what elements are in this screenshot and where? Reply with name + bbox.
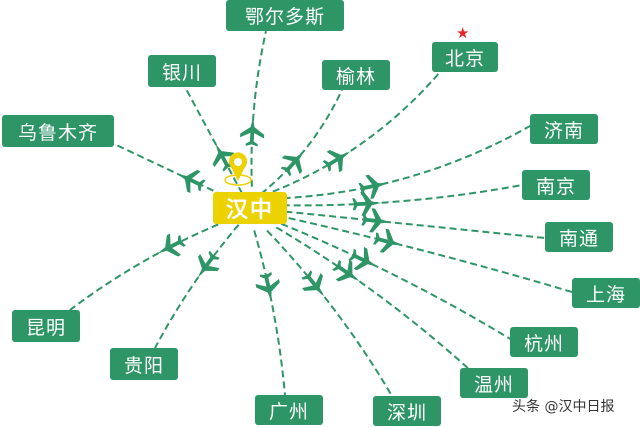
plane-icon — [322, 150, 351, 173]
route-line — [69, 219, 229, 311]
plane-icon — [197, 250, 220, 278]
route-line — [184, 86, 244, 194]
destination-label: 乌鲁木齐 — [2, 115, 114, 147]
route-line — [275, 226, 471, 371]
plane-icon — [301, 270, 325, 297]
plane-icon — [177, 169, 206, 194]
destination-label: 榆林 — [322, 60, 390, 90]
destination-label: 南京 — [522, 170, 590, 200]
route-line — [285, 210, 546, 239]
star-icon: ★ — [456, 24, 470, 42]
plane-icon — [352, 191, 382, 216]
destination-label: 上海 — [572, 278, 640, 308]
destination-label: 贵阳 — [110, 348, 178, 380]
destination-label: 南通 — [545, 222, 613, 252]
plane-icon — [361, 208, 391, 233]
destination-label: 鄂尔多斯 — [226, 0, 344, 31]
plane-icon — [358, 174, 388, 200]
route-line — [266, 229, 393, 397]
route-line — [260, 89, 343, 195]
destination-label: 广州 — [255, 395, 323, 425]
watermark: 头条 @汉中日报 — [512, 399, 615, 415]
route-line — [272, 71, 441, 193]
plane-icon — [372, 228, 403, 253]
plane-icon — [255, 272, 280, 302]
plane-icon — [332, 259, 360, 282]
route-line — [253, 230, 286, 396]
destination-label: 深圳 — [373, 396, 441, 426]
hub-city-label: 汉中 — [213, 192, 287, 224]
route-line — [281, 222, 513, 341]
destination-label: 杭州 — [510, 327, 578, 357]
plane-icon — [348, 247, 378, 271]
plane-icon — [280, 150, 305, 177]
destination-label: 温州 — [460, 368, 528, 398]
destination-label: 北京 — [432, 42, 498, 72]
route-line — [154, 224, 240, 349]
plane-icon — [240, 117, 265, 147]
route-line — [250, 30, 267, 187]
destination-label: 济南 — [530, 114, 598, 144]
plane-icon — [157, 233, 186, 257]
destination-label: 昆明 — [12, 310, 80, 342]
route-line — [288, 217, 573, 293]
route-line — [283, 125, 531, 200]
destination-label: 银川 — [148, 55, 216, 87]
route-line — [282, 184, 523, 207]
